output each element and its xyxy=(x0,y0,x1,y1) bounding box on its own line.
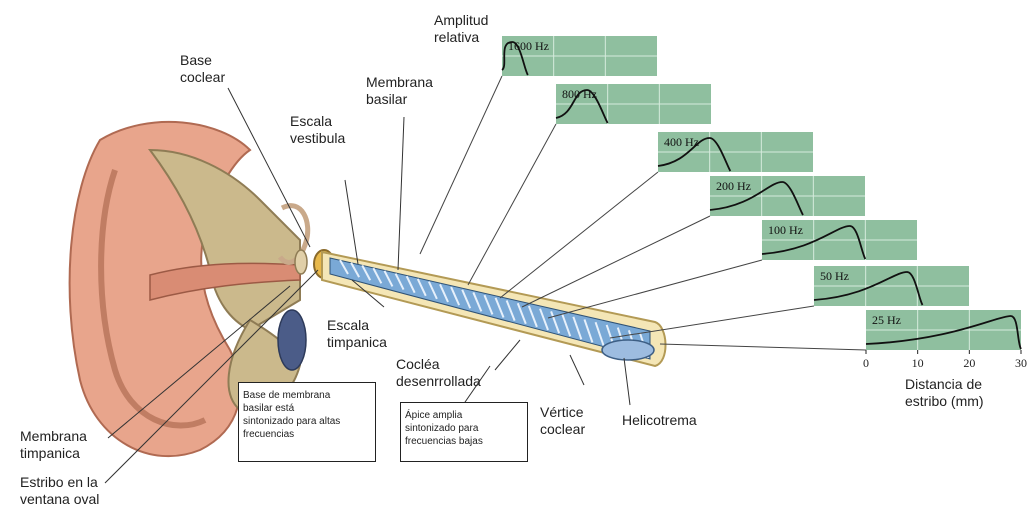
label-distancia: Distancia de estribo (mm) xyxy=(905,376,984,410)
label-helicotrema: Helicotrema xyxy=(622,412,697,429)
frequency-pointer xyxy=(660,344,866,350)
label-base-coclear-line-1: Base xyxy=(180,52,225,69)
label-distancia-line-1: Distancia de xyxy=(905,376,984,393)
label-escala-timpanica-line-2: timpanica xyxy=(327,334,387,351)
label-amplitud-line-2: relativa xyxy=(434,29,488,46)
panel-100-hz: 100 Hz xyxy=(762,220,917,260)
frequency-panels: 1600 Hz 800 Hz 400 Hz 200 Hz 100 Hz 50 Hz 25 H… xyxy=(502,36,1021,350)
x-axis: 0 10 20 30 xyxy=(863,350,1027,370)
panel-50-hz: 50 Hz xyxy=(814,266,969,306)
label-escala-vestibula-line-1: Escala xyxy=(290,113,345,130)
panel-200-hz: 200 Hz xyxy=(710,176,865,216)
frequency-pointer xyxy=(548,260,762,318)
label-estribo: Estribo en la ventana oval xyxy=(20,474,99,508)
frequency-label: 25 Hz xyxy=(872,313,901,327)
note-base-line-1: Base de membrana xyxy=(243,389,371,402)
label-membrana-timpanica-line-2: timpanica xyxy=(20,445,87,462)
frequency-pointer xyxy=(468,124,556,285)
label-escala-timpanica-line-1: Escala xyxy=(327,317,387,334)
panel-800-hz: 800 Hz xyxy=(556,84,711,124)
label-base-coclear: Base coclear xyxy=(180,52,225,86)
label-vertice-line-1: Vértice xyxy=(540,404,585,421)
note-base-membrana: Base de membrana basilar está sintonizad… xyxy=(238,382,376,462)
label-amplitud-line-1: Amplitud xyxy=(434,12,488,29)
note-base-line-2: basilar está xyxy=(243,402,371,415)
label-amplitud-relativa: Amplitud relativa xyxy=(434,12,488,46)
frequency-label: 50 Hz xyxy=(820,269,849,283)
label-vertice-line-2: coclear xyxy=(540,421,585,438)
label-membrana-timpanica-line-1: Membrana xyxy=(20,428,87,445)
label-coclea-line-2: desenrrollada xyxy=(396,373,481,390)
label-escala-timpanica: Escala timpanica xyxy=(327,317,387,351)
label-membrana-basilar: Membrana basilar xyxy=(366,74,433,108)
panel-1600-hz: 1600 Hz xyxy=(502,36,657,76)
frequency-pointer xyxy=(522,216,710,307)
frequency-label: 100 Hz xyxy=(768,223,803,237)
note-apice: Ápice amplia sintonizado para frecuencia… xyxy=(400,402,528,462)
x-tick-label: 20 xyxy=(963,356,975,370)
label-escala-vestibula: Escala vestibula xyxy=(290,113,345,147)
label-coclea-line-1: Cocléa xyxy=(396,356,481,373)
label-vertice-coclear: Vértice coclear xyxy=(540,404,585,438)
label-helicotrema-text: Helicotrema xyxy=(622,412,697,429)
label-distancia-line-2: estribo (mm) xyxy=(905,393,984,410)
label-membrana-timpanica: Membrana timpanica xyxy=(20,428,87,462)
label-membrana-basilar-line-1: Membrana xyxy=(366,74,433,91)
panel-25-hz: 25 Hz xyxy=(866,310,1021,350)
frequency-label: 400 Hz xyxy=(664,135,699,149)
frequency-label: 200 Hz xyxy=(716,179,751,193)
label-coclea-desenrrollada: Cocléa desenrrollada xyxy=(396,356,481,390)
frequency-label: 1600 Hz xyxy=(508,39,549,53)
note-base-line-4: frecuencias xyxy=(243,428,371,441)
x-tick-label: 0 xyxy=(863,356,869,370)
x-tick-label: 30 xyxy=(1015,356,1027,370)
panel-400-hz: 400 Hz xyxy=(658,132,813,172)
note-base-line-3: sintonizado para altas xyxy=(243,415,371,428)
label-base-coclear-line-2: coclear xyxy=(180,69,225,86)
frequency-label: 800 Hz xyxy=(562,87,597,101)
note-apice-line-1: Ápice amplia xyxy=(405,409,523,422)
label-estribo-line-2: ventana oval xyxy=(20,491,99,508)
label-estribo-line-1: Estribo en la xyxy=(20,474,99,491)
note-apice-line-3: frecuencias bajas xyxy=(405,435,523,448)
note-apice-line-2: sintonizado para xyxy=(405,422,523,435)
helicotrema-shape xyxy=(602,340,654,360)
label-membrana-basilar-line-2: basilar xyxy=(366,91,433,108)
x-tick-label: 10 xyxy=(912,356,924,370)
label-escala-vestibula-line-2: vestibula xyxy=(290,130,345,147)
